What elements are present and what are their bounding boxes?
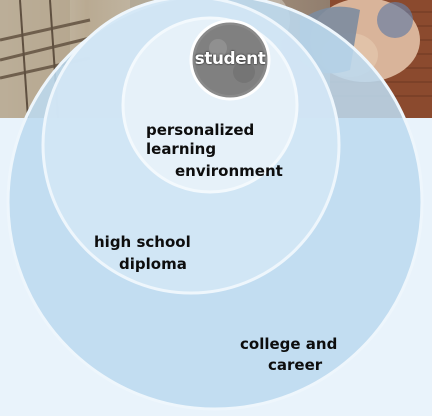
ring-1-label-line-3: environment: [175, 162, 283, 180]
ring-3-label-line-2: career: [268, 356, 323, 374]
ring-1-label-line-2: learning: [146, 140, 217, 158]
center-label-student: student: [194, 49, 266, 69]
ring-2-label-line-2: diploma: [119, 255, 187, 273]
ring-3-label-line-1: college and: [240, 335, 338, 353]
ring-2-label-line-1: high school: [94, 233, 191, 251]
ring-1-label-line-1: personalized: [146, 121, 255, 139]
